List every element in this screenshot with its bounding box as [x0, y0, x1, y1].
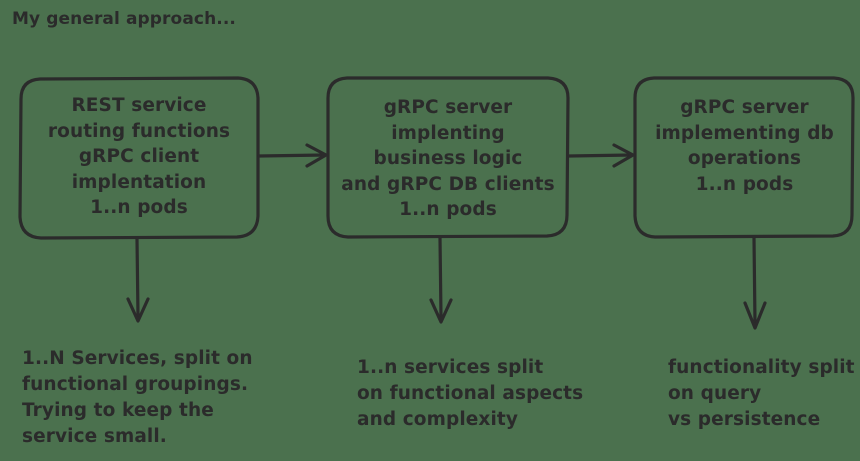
node-2-label: gRPC server implenting business logic an…: [341, 97, 555, 220]
node-1-box[interactable]: [18, 76, 260, 240]
diagram-title: My general approach...: [12, 9, 236, 29]
node-3-label: gRPC server implementing db operations 1…: [655, 97, 834, 195]
caption-node-3: functionality split on query vs persiste…: [668, 357, 855, 430]
caption-node-2: 1..n services split on functional aspect…: [357, 357, 584, 430]
caption-node-1: 1..N Services, split on functional group…: [22, 348, 253, 447]
arrow-node2-to-caption2: [429, 236, 453, 324]
arrow-node1-to-caption1: [126, 237, 150, 323]
node-2-box[interactable]: [326, 76, 570, 239]
node-1-label: REST service routing functions gRPC clie…: [47, 95, 231, 218]
arrow-node1-to-node2: [257, 143, 328, 168]
arrow-node2-to-node3: [567, 143, 635, 168]
arrow-node3-to-caption3: [743, 236, 767, 330]
node-3-box[interactable]: [633, 76, 855, 239]
